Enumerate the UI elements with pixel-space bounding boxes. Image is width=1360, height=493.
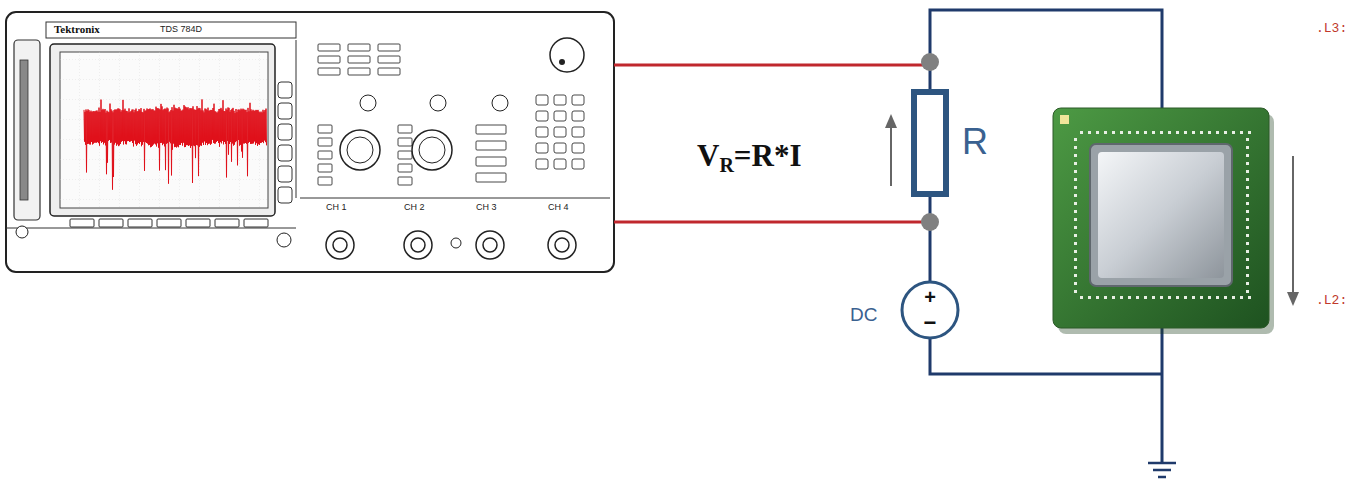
channel-label: CH 2 — [404, 203, 425, 212]
code-label: .L3: — [1316, 22, 1347, 35]
oscilloscope — [6, 12, 614, 272]
polarity-sign: + — [924, 287, 936, 307]
formula: VR=R*I — [697, 140, 801, 175]
formula-symbol: V — [697, 138, 719, 173]
probe-lead — [614, 221, 930, 224]
dc-source-symbol — [902, 282, 958, 338]
brand-name: Tektronix — [54, 24, 100, 35]
ground-symbol — [1148, 463, 1176, 477]
resistor-label: R — [962, 124, 988, 160]
resistor-symbol — [914, 92, 946, 194]
terminal-dot — [921, 53, 939, 71]
channel-label: CH 1 — [326, 203, 347, 212]
current-arrow — [1287, 156, 1299, 306]
polarity-sign: − — [924, 312, 937, 334]
channel-label: CH 3 — [476, 203, 497, 212]
processor-chip — [1053, 108, 1274, 334]
channel-label: CH 4 — [548, 203, 569, 212]
code-label: .L2: — [1316, 294, 1347, 307]
terminal-dot — [921, 213, 939, 231]
formula-subscript: R — [719, 154, 733, 176]
model-name: TDS 784D — [160, 25, 202, 34]
source-label: DC — [850, 305, 877, 324]
formula-expression: =R*I — [734, 138, 802, 173]
voltage-arrow — [885, 114, 897, 186]
probe-lead — [614, 64, 930, 67]
